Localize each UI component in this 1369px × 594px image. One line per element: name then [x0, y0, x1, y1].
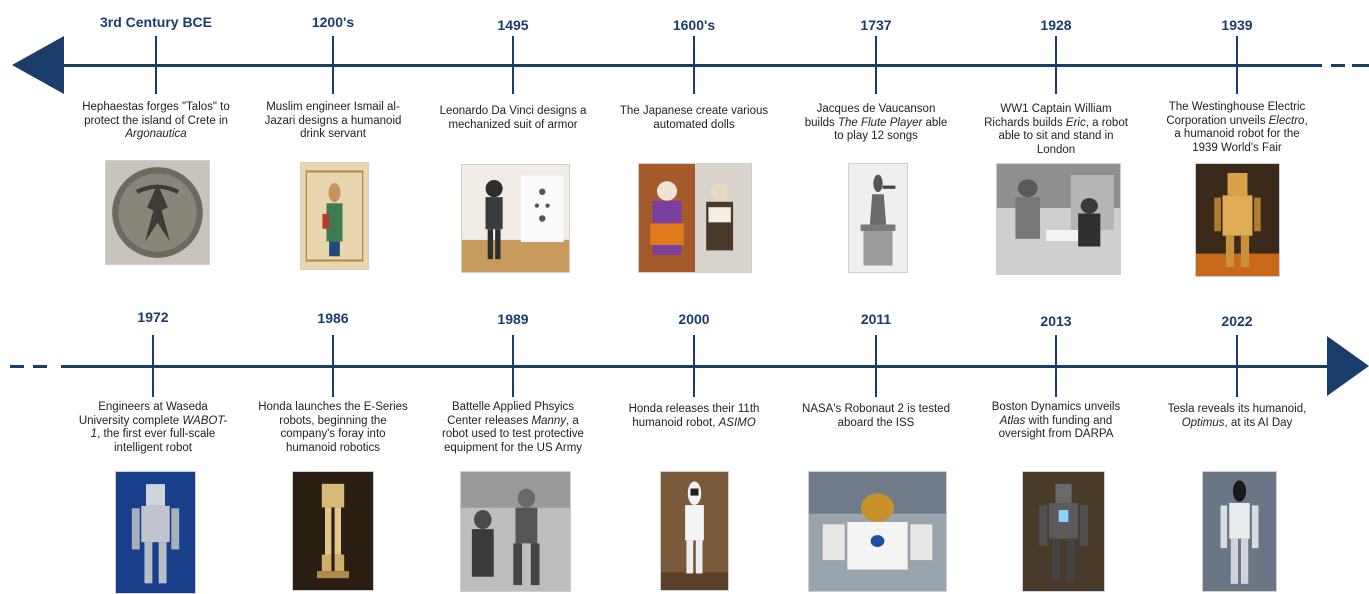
event-description: Honda launches the E-Series robots, begi… — [258, 401, 408, 454]
event-description: Honda releases their 11th humanoid robot… — [628, 403, 760, 429]
event-description: Engineers at Waseda University complete … — [78, 401, 228, 454]
event-year: 2013 — [1040, 313, 1072, 329]
event-year: 3rd Century BCE — [99, 14, 213, 30]
manuscript-servant-image — [300, 162, 369, 270]
event-tick — [332, 335, 334, 397]
event-tick — [152, 335, 154, 397]
event-year: 1972 — [137, 309, 169, 325]
electro-robot-image — [1195, 163, 1280, 277]
eric-robot-image — [996, 163, 1121, 275]
event-tick — [693, 36, 695, 94]
event-tick — [1236, 335, 1238, 397]
axis-continuation-dash — [1352, 64, 1369, 67]
event-tick — [875, 36, 877, 94]
event-tick — [332, 36, 334, 94]
event-tick — [693, 335, 695, 397]
event-tick — [1055, 36, 1057, 94]
axis-continuation-dash — [1331, 64, 1345, 67]
event-description: Jacques de Vaucanson builds The Flute Pl… — [804, 103, 948, 142]
armor-suit-image — [461, 164, 570, 273]
event-description: Battelle Applied Phsyics Center releases… — [442, 401, 584, 454]
event-description: Leonardo Da Vinci designs a mechanized s… — [439, 105, 587, 131]
event-year: 1737 — [860, 17, 892, 33]
honda-e-series-image — [292, 471, 374, 591]
event-year: 1939 — [1221, 17, 1253, 33]
flute-player-image — [848, 163, 908, 273]
karakuri-dolls-image — [638, 163, 752, 273]
event-year: 1200's — [311, 14, 355, 30]
event-description: Boston Dynamics unveils Atlas with fundi… — [991, 401, 1121, 440]
event-year: 1986 — [317, 310, 349, 326]
timeline-row-ancient: 3rd Century BCE Hephaestas forges "Talos"… — [0, 0, 1369, 295]
robonaut-2-image — [808, 471, 947, 592]
event-tick — [1236, 36, 1238, 94]
event-description: Muslim engineer Ismail al-Jazari designs… — [264, 101, 402, 140]
event-description: The Japanese create various automated do… — [619, 105, 769, 131]
event-tick — [512, 36, 514, 94]
atlas-robot-image — [1022, 471, 1105, 592]
event-description: Hephaestas forges "Talos" to protect the… — [82, 101, 230, 140]
event-tick — [1055, 335, 1057, 397]
right-arrow-head — [1327, 336, 1369, 396]
manny-robot-image — [460, 471, 571, 592]
event-tick — [512, 335, 514, 397]
axis-continuation-dash — [10, 365, 24, 368]
timeline-axis-bottom — [61, 365, 1333, 368]
event-year: 2011 — [860, 311, 892, 327]
event-tick — [875, 335, 877, 397]
event-description: Tesla reveals its humanoid, Optimus, at … — [1167, 403, 1307, 429]
left-arrow-head — [12, 36, 64, 94]
coin-talos-image — [105, 160, 210, 265]
event-year: 2000 — [678, 311, 710, 327]
event-year: 1600's — [672, 17, 716, 33]
event-description: NASA's Robonaut 2 is tested aboard the I… — [802, 403, 950, 429]
event-year: 1989 — [497, 311, 529, 327]
event-year: 1495 — [497, 17, 529, 33]
event-year: 2022 — [1221, 313, 1253, 329]
optimus-robot-image — [1202, 471, 1277, 592]
timeline-axis-top — [60, 64, 1322, 67]
event-tick — [155, 36, 157, 94]
event-description: WW1 Captain William Richards builds Eric… — [984, 103, 1128, 156]
asimo-image — [660, 471, 729, 591]
event-year: 1928 — [1040, 17, 1072, 33]
axis-continuation-dash — [33, 365, 47, 368]
wabot-1-image — [115, 471, 196, 594]
event-description: The Westinghouse Electric Corporation un… — [1166, 101, 1308, 154]
